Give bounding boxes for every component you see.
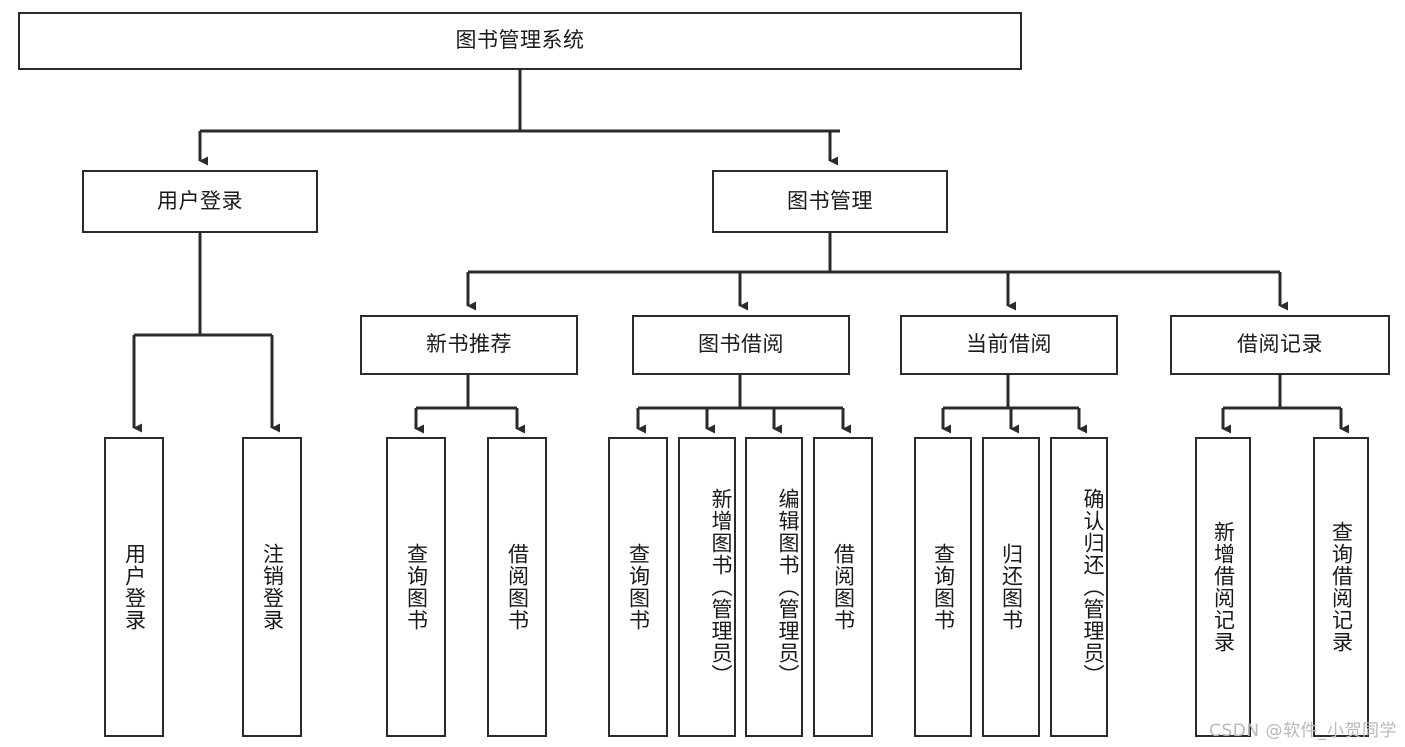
leaf-query-book-current-label: 查询图书 (931, 543, 956, 631)
node-current-borrow-label: 当前借阅 (966, 332, 1052, 357)
node-borrow-record[interactable]: 借阅记录 (1170, 315, 1390, 375)
node-current-borrow[interactable]: 当前借阅 (900, 315, 1118, 375)
node-borrow-record-label: 借阅记录 (1237, 332, 1323, 357)
leaf-user-login-label: 用户登录 (122, 543, 147, 631)
leaf-query-book-borrow-label: 查询图书 (626, 543, 651, 631)
leaf-borrow-book-label: 借阅图书 (831, 543, 856, 631)
node-root-label: 图书管理系统 (455, 28, 585, 53)
leaf-query-book-rec[interactable]: 查询图书 (386, 437, 446, 737)
leaf-add-book-label: 新增图书（管理员） (709, 488, 733, 686)
leaf-borrow-book-rec-label: 借阅图书 (505, 543, 530, 631)
leaf-edit-book-label: 编辑图书（管理员） (776, 488, 800, 686)
leaf-borrow-book[interactable]: 借阅图书 (813, 437, 873, 737)
leaf-query-book-borrow[interactable]: 查询图书 (608, 437, 668, 737)
node-book-manage[interactable]: 图书管理 (712, 170, 948, 233)
leaf-add-borrow-record-label: 新增借阅记录 (1211, 521, 1236, 653)
leaf-confirm-return-label: 确认归还（管理员） (1081, 488, 1105, 686)
leaf-user-logout[interactable]: 注销登录 (242, 437, 302, 737)
leaf-return-book[interactable]: 归还图书 (982, 437, 1040, 737)
leaf-add-book[interactable]: 新增图书（管理员） (678, 437, 736, 737)
node-user-login[interactable]: 用户登录 (82, 170, 318, 233)
node-user-login-label: 用户登录 (157, 188, 243, 213)
leaf-query-borrow-record[interactable]: 查询借阅记录 (1313, 437, 1369, 737)
leaf-user-login[interactable]: 用户登录 (104, 437, 164, 737)
node-book-borrow-label: 图书借阅 (698, 332, 784, 357)
leaf-user-logout-label: 注销登录 (260, 543, 285, 631)
node-new-book-rec[interactable]: 新书推荐 (360, 315, 578, 375)
node-root[interactable]: 图书管理系统 (18, 12, 1022, 70)
leaf-confirm-return[interactable]: 确认归还（管理员） (1050, 437, 1108, 737)
leaf-query-borrow-record-label: 查询借阅记录 (1329, 521, 1354, 653)
csdn-watermark: CSDN @软件_小贺同学 (1209, 721, 1397, 741)
leaf-edit-book[interactable]: 编辑图书（管理员） (745, 437, 803, 737)
leaf-return-book-label: 归还图书 (999, 543, 1024, 631)
node-book-borrow[interactable]: 图书借阅 (632, 315, 850, 375)
leaf-query-book-rec-label: 查询图书 (404, 543, 429, 631)
node-book-manage-label: 图书管理 (787, 188, 873, 213)
leaf-add-borrow-record[interactable]: 新增借阅记录 (1195, 437, 1251, 737)
leaf-query-book-current[interactable]: 查询图书 (914, 437, 972, 737)
node-new-book-rec-label: 新书推荐 (426, 332, 512, 357)
leaf-borrow-book-rec[interactable]: 借阅图书 (487, 437, 547, 737)
